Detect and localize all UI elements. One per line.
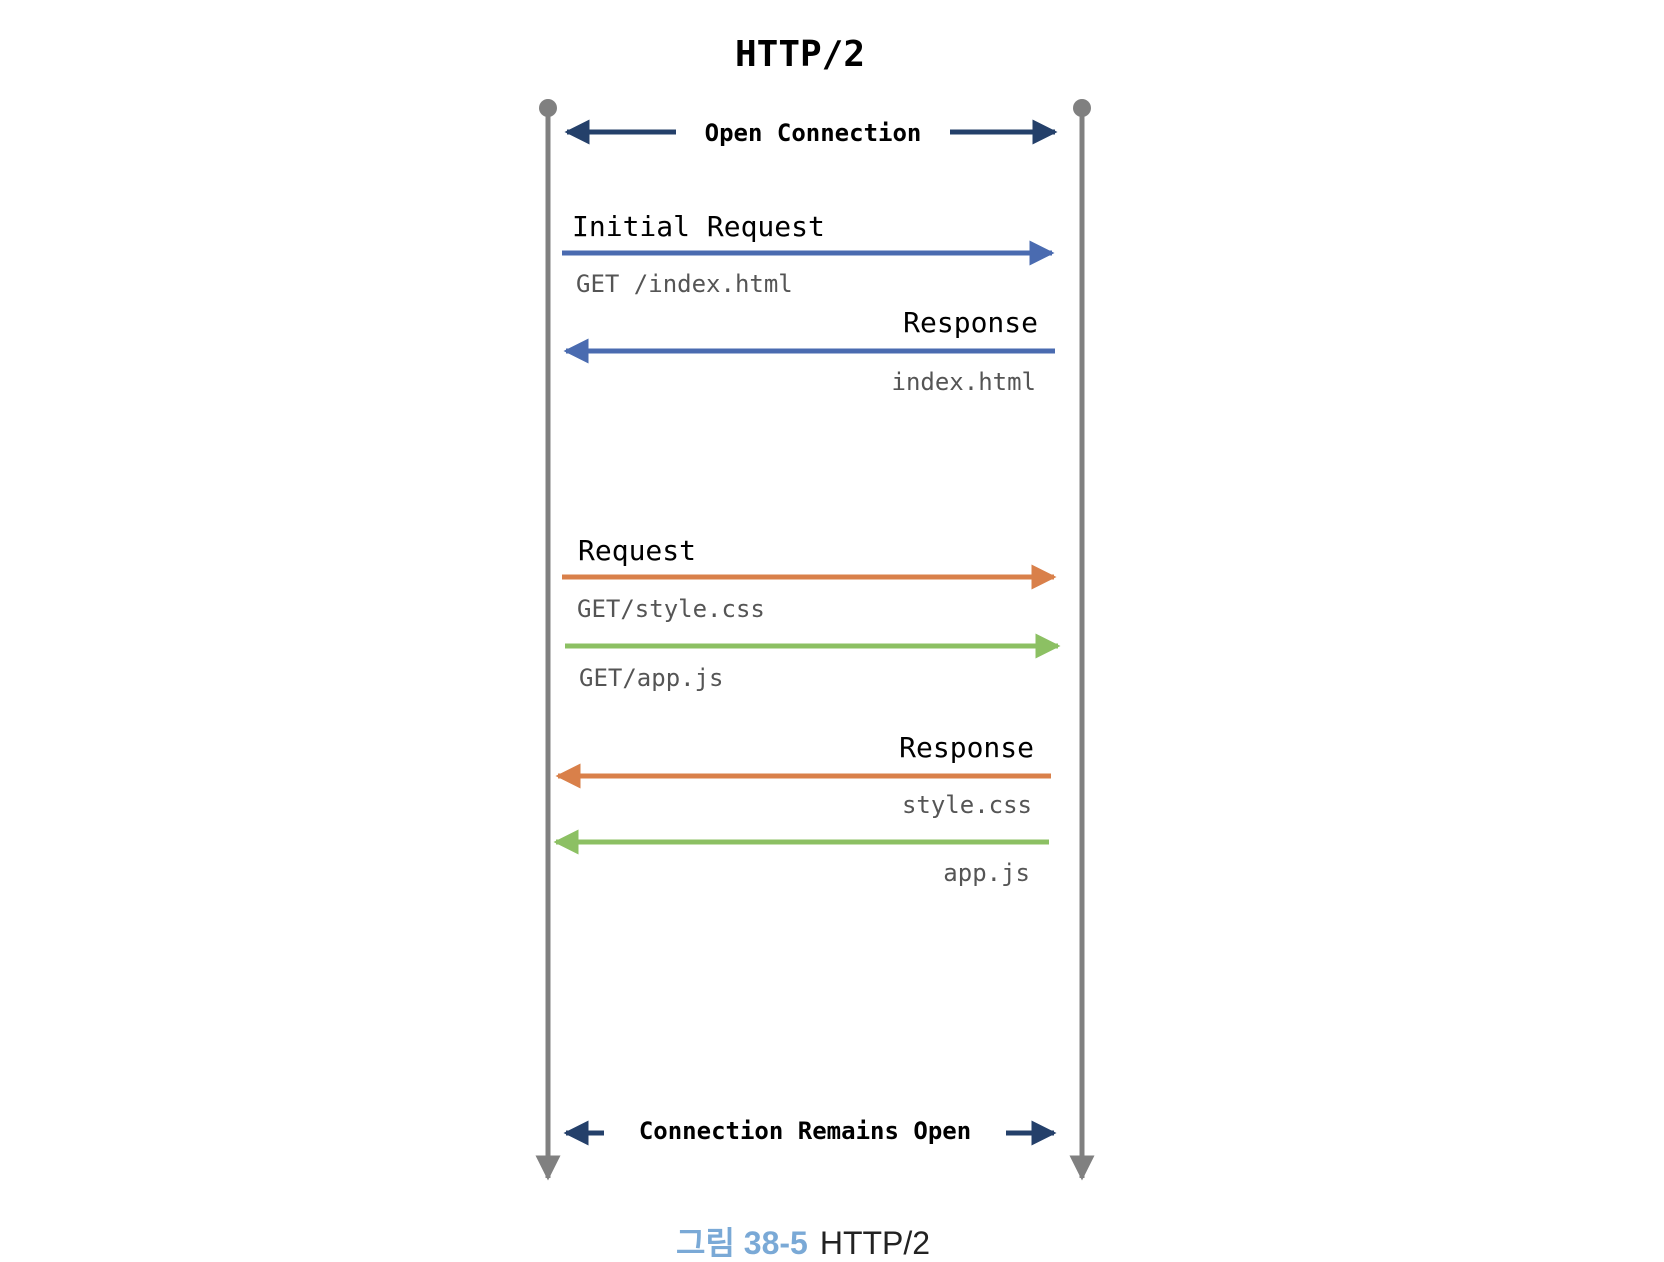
connection-remains-open-label: Connection Remains Open [639,1117,971,1145]
client-lifeline [535,99,561,1181]
initial-request-label: Initial Request [572,210,825,243]
initial-request-detail: GET /index.html [576,270,793,298]
request-style-detail: GET/style.css [577,595,765,623]
second-response-label: Response [899,731,1034,764]
first-response-label: Response [903,306,1038,339]
diagram-title: HTTP/2 [735,34,865,75]
response-style-detail: style.css [902,791,1032,819]
request-app-detail: GET/app.js [579,664,724,692]
open-connection-label: Open Connection [705,119,922,147]
first-response-detail: index.html [892,368,1037,396]
response-app-detail: app.js [943,859,1030,887]
figure-caption-number: 그림 38-5 [676,1225,808,1261]
figure-caption-text: HTTP/2 [820,1225,930,1261]
request-label: Request [578,534,696,567]
figure-caption: 그림 38-5 HTTP/2 [676,1225,930,1261]
server-lifeline [1069,99,1095,1181]
